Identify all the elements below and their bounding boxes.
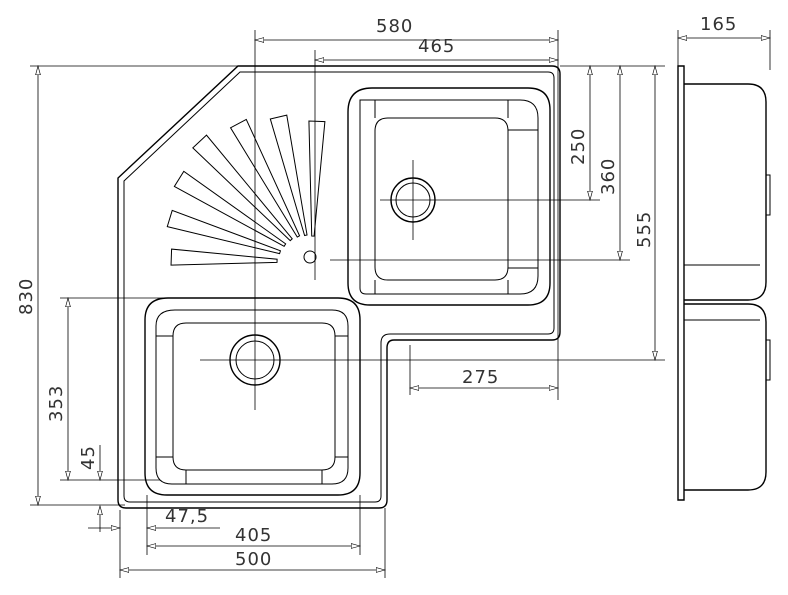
dimension-lines	[38, 38, 770, 570]
dim-353: 353	[46, 385, 67, 422]
sink-side-view	[677, 65, 771, 501]
drain-groove	[170, 248, 278, 266]
drain-groove	[173, 170, 287, 247]
drainboard-grooves	[166, 114, 326, 266]
drain-groove	[192, 134, 293, 242]
dim-47-5: 47,5	[165, 506, 209, 527]
dim-405: 405	[235, 525, 272, 546]
dimension-labels: 580 465 165 250 360 555 830 353 45 47,5 …	[16, 14, 737, 570]
drain-groove	[308, 120, 326, 237]
dim-465: 465	[418, 36, 455, 57]
left-bowl	[144, 297, 361, 496]
dim-580: 580	[376, 16, 413, 37]
dim-500: 500	[235, 549, 272, 570]
dim-250: 250	[568, 128, 589, 165]
center-lines	[30, 30, 771, 578]
drain-groove	[166, 209, 282, 255]
dim-165: 165	[700, 14, 737, 35]
dim-45: 45	[78, 445, 99, 470]
drain-groove	[229, 118, 301, 238]
right-bowl	[347, 87, 551, 306]
dim-360: 360	[598, 158, 619, 195]
sink-top-view	[117, 65, 561, 509]
overflow-hole	[303, 250, 317, 264]
dim-555: 555	[634, 211, 655, 248]
dim-830: 830	[16, 278, 37, 315]
dim-275: 275	[462, 367, 499, 388]
drain-groove	[269, 114, 308, 237]
